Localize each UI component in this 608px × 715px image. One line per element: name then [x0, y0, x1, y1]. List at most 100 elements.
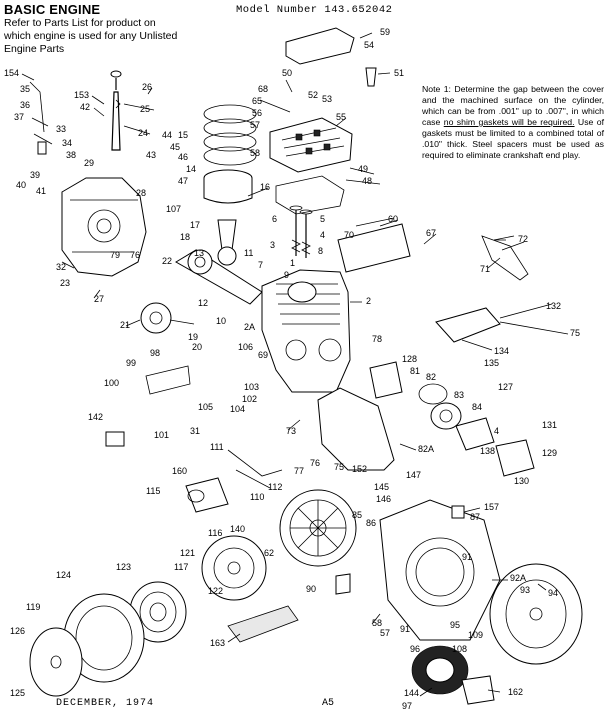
callout-label: 94	[548, 588, 558, 598]
callout-label: 42	[80, 102, 90, 112]
page-subtitle: Refer to Parts List for product on which…	[4, 17, 214, 56]
callout-label: 27	[94, 294, 104, 304]
callout-label: 5	[320, 214, 325, 224]
callout-label: 131	[542, 420, 557, 430]
callout-label: 4	[494, 426, 499, 436]
callout-label: 134	[494, 346, 509, 356]
callout-label: 58	[250, 148, 260, 158]
callout-label: 142	[88, 412, 103, 422]
callout-label: 91	[400, 624, 410, 634]
callout-label: 56	[252, 108, 262, 118]
callout-label: 130	[514, 476, 529, 486]
callout-label: 122	[208, 586, 223, 596]
callout-label: 115	[146, 486, 160, 496]
callout-label: 145	[374, 482, 389, 492]
callout-label: 60	[388, 214, 398, 224]
callout-label: 65	[252, 96, 262, 106]
callout-label: 20	[192, 342, 202, 352]
callout-label: 87	[470, 512, 480, 522]
callout-label: 35	[20, 84, 30, 94]
callout-label: 41	[36, 186, 46, 196]
callout-label: 105	[198, 402, 213, 412]
callout-label: 15	[178, 130, 188, 140]
callout-label: 47	[178, 176, 188, 186]
callout-label: 75	[334, 462, 344, 472]
callout-label: 108	[452, 644, 467, 654]
callout-label: 103	[244, 382, 259, 392]
callout-label: 125	[10, 688, 25, 698]
callout-label: 104	[230, 404, 245, 414]
callout-label: 81	[410, 366, 420, 376]
callout-label: 18	[180, 232, 190, 242]
callout-label: 132	[546, 301, 561, 311]
callout-label: 23	[60, 278, 70, 288]
callout-label: 32	[56, 262, 66, 272]
callout-label: 129	[542, 448, 557, 458]
callout-label: 99	[126, 358, 136, 368]
callout-label: 68	[258, 84, 268, 94]
subtitle-line: Engine Parts	[4, 43, 65, 55]
callout-label: 4	[320, 230, 325, 240]
callout-label: 14	[186, 164, 196, 174]
callout-label: 106	[238, 342, 253, 352]
model-number: Model Number 143.652042	[236, 4, 393, 16]
callout-label: 36	[20, 100, 30, 110]
callout-label: 98	[150, 348, 160, 358]
note-1: Note 1: Determine the gap between the co…	[422, 84, 604, 161]
callout-label: 83	[454, 390, 464, 400]
callout-label: 91	[462, 552, 472, 562]
callout-label: 162	[508, 687, 523, 697]
callout-label: 112	[268, 482, 282, 492]
callout-label: 40	[16, 180, 26, 190]
callout-label: 70	[344, 230, 354, 240]
note-text-a: Note 1: Determine the gap between the co…	[422, 84, 604, 127]
callout-label: 71	[480, 264, 490, 274]
callout-label: 84	[472, 402, 482, 412]
footer-date: DECEMBER, 1974	[56, 698, 155, 709]
callout-label: 78	[372, 334, 382, 344]
callout-label: 49	[358, 164, 368, 174]
callout-label: 44	[162, 130, 172, 140]
callout-label: 12	[198, 298, 208, 308]
callout-label: 37	[14, 112, 24, 122]
callout-label: 140	[230, 524, 245, 534]
callout-label: 21	[120, 320, 130, 330]
callout-label: 93	[520, 585, 530, 595]
callout-label: 146	[376, 494, 391, 504]
callout-label: 152	[352, 464, 367, 474]
callout-label: 13	[194, 248, 204, 258]
callout-label: 73	[286, 426, 296, 436]
callout-label: 8	[318, 246, 323, 256]
callout-label: 157	[484, 502, 499, 512]
callout-label: 29	[84, 158, 94, 168]
callout-label: 79	[110, 250, 120, 260]
callout-label: 24	[138, 128, 148, 138]
callout-label: 33	[56, 124, 66, 134]
callout-label: 39	[30, 170, 40, 180]
subtitle-line: which engine is used for any Unlisted	[4, 30, 178, 42]
callout-label: 109	[468, 630, 483, 640]
callout-label: 86	[366, 518, 376, 528]
callout-label: 54	[364, 40, 374, 50]
callout-label: 116	[208, 528, 222, 538]
callout-label: 153	[74, 90, 89, 100]
callout-label: 25	[140, 104, 150, 114]
callout-label: 2A	[244, 322, 255, 332]
callout-label: 55	[336, 112, 346, 122]
callout-label: 82	[426, 372, 436, 382]
callout-label: 92A	[510, 573, 526, 583]
callout-label: 126	[10, 626, 25, 636]
callout-label: 28	[136, 188, 146, 198]
callout-label: 11	[244, 248, 253, 258]
callout-label: 9	[284, 270, 289, 280]
diagram-artwork	[29, 27, 583, 705]
callout-label: 76	[130, 250, 140, 260]
callout-label: 48	[362, 176, 372, 186]
callout-label: 45	[170, 142, 180, 152]
callout-label: 127	[498, 382, 513, 392]
note-text-b: Use of gaskets must be limited to a comb…	[422, 117, 605, 160]
callout-label: 22	[162, 256, 172, 266]
subtitle-line: Refer to Parts List for product on	[4, 17, 156, 29]
callout-label: 2	[366, 296, 371, 306]
